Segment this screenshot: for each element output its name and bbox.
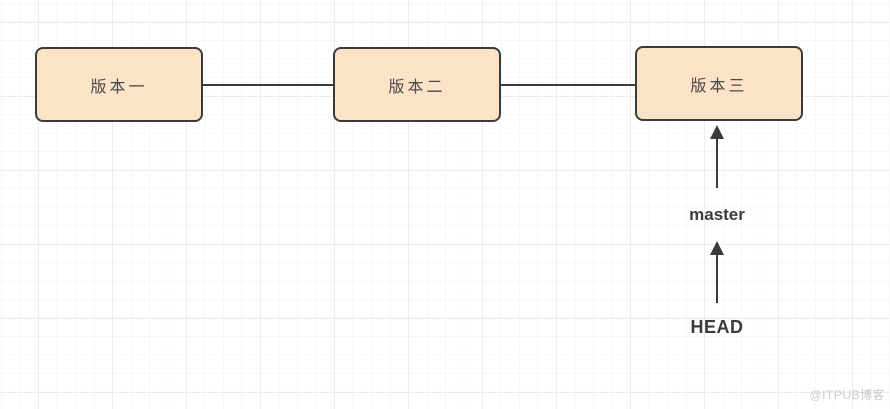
version-node-3-label: 版本三 <box>690 77 748 95</box>
master-pointer-label: master <box>689 205 745 224</box>
version-node-1: 版本一 <box>35 47 203 122</box>
version-node-2-label: 版本二 <box>388 78 446 96</box>
arrow-shaft <box>715 139 719 188</box>
arrow-up-icon <box>710 125 724 139</box>
watermark: @ITPUB博客 <box>809 388 885 402</box>
head-to-master-arrow <box>709 241 725 303</box>
version-node-1-label: 版本一 <box>90 78 148 96</box>
version-node-2: 版本二 <box>333 47 501 122</box>
connector-node1-node2 <box>203 84 333 86</box>
head-pointer-label: HEAD <box>690 317 744 337</box>
arrow-up-icon <box>710 241 724 255</box>
master-to-node3-arrow <box>709 125 725 188</box>
connector-node2-node3 <box>500 84 635 86</box>
version-node-3: 版本三 <box>635 46 803 121</box>
arrow-shaft <box>715 255 719 303</box>
